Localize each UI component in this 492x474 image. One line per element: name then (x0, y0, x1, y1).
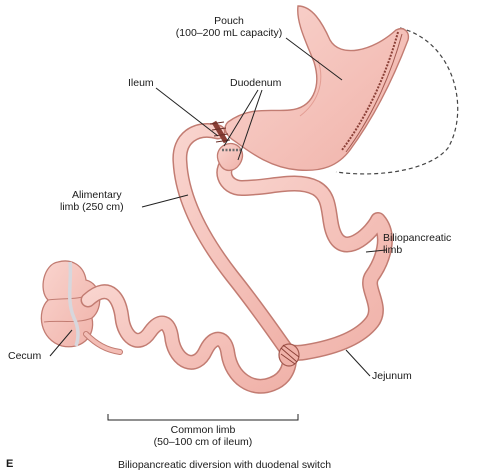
ileum-label: Ileum (128, 77, 154, 89)
alimentary-limb-label: Alimentary limb (250 cm) (60, 189, 124, 213)
duodenum-label: Duodenum (230, 77, 281, 89)
ileal-anastomosis (279, 344, 299, 366)
cecum-colon (41, 261, 120, 352)
biliopancreatic-limb (224, 160, 385, 353)
biliopancreatic-limb-label: Biliopancreatic limb (383, 232, 451, 256)
common-limb-bracket (108, 414, 298, 420)
common-limb-label: Common limb (50–100 cm of ileum) (128, 424, 278, 448)
jejunum-label: Jejunum (372, 370, 412, 382)
figure-caption: Biliopancreatic diversion with duodenal … (118, 459, 331, 471)
pouch-label: Pouch (100–200 mL capacity) (164, 15, 294, 39)
jejunum-leader (346, 350, 370, 376)
cecum-label: Cecum (8, 350, 41, 362)
panel-letter: E (6, 458, 13, 470)
